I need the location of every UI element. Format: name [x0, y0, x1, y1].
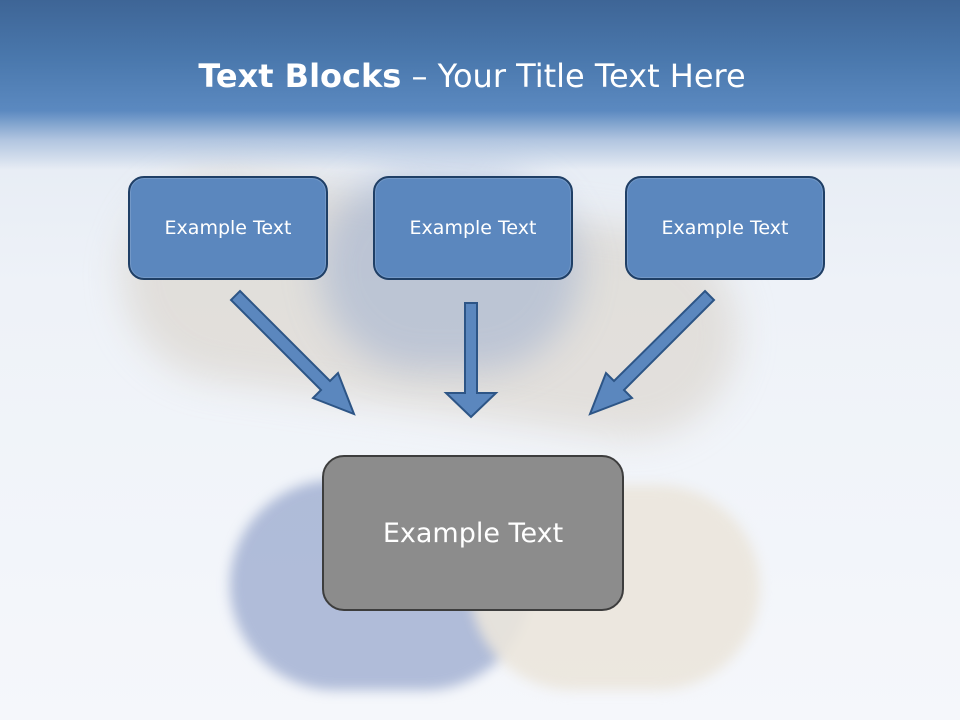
text-block-right[interactable]: Example Text: [625, 176, 825, 280]
title-rest: Your Title Text Here: [437, 57, 746, 95]
arrow-right: [588, 289, 716, 416]
arrow-middle: [443, 302, 499, 419]
text-block-right-label: Example Text: [661, 217, 789, 239]
title-bold: Text Blocks: [198, 57, 402, 95]
slide-title: Text Blocks – Your Title Text Here: [0, 54, 944, 98]
text-block-left-label: Example Text: [164, 217, 292, 239]
text-block-middle[interactable]: Example Text: [373, 176, 573, 280]
text-block-center[interactable]: Example Text: [322, 455, 624, 611]
title-dash: –: [401, 57, 438, 95]
text-block-center-label: Example Text: [382, 517, 564, 549]
text-block-left[interactable]: Example Text: [128, 176, 328, 280]
arrow-left: [229, 289, 356, 416]
header-band: [0, 0, 960, 170]
text-block-middle-label: Example Text: [409, 217, 537, 239]
